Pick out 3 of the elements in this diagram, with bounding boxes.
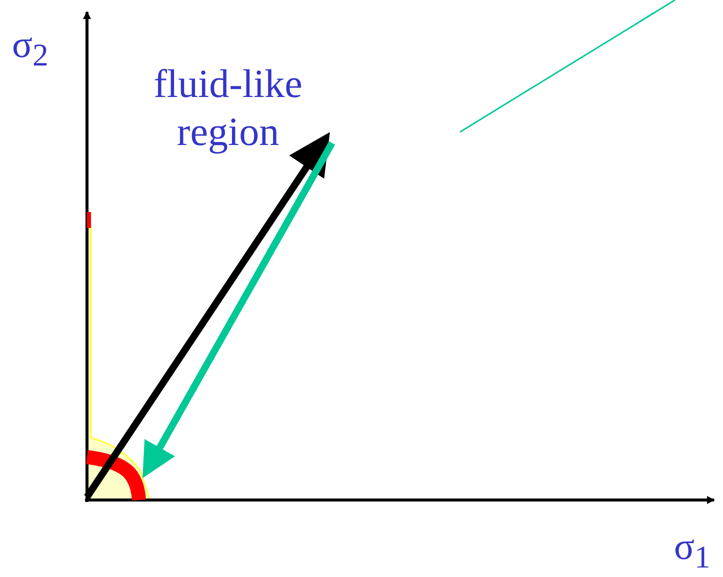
axis-label: σ$_{2}$ bbox=[12, 26, 48, 72]
region-label: fluid-like region bbox=[152, 60, 304, 156]
axis-label: σ$_{1}$ bbox=[674, 528, 710, 574]
